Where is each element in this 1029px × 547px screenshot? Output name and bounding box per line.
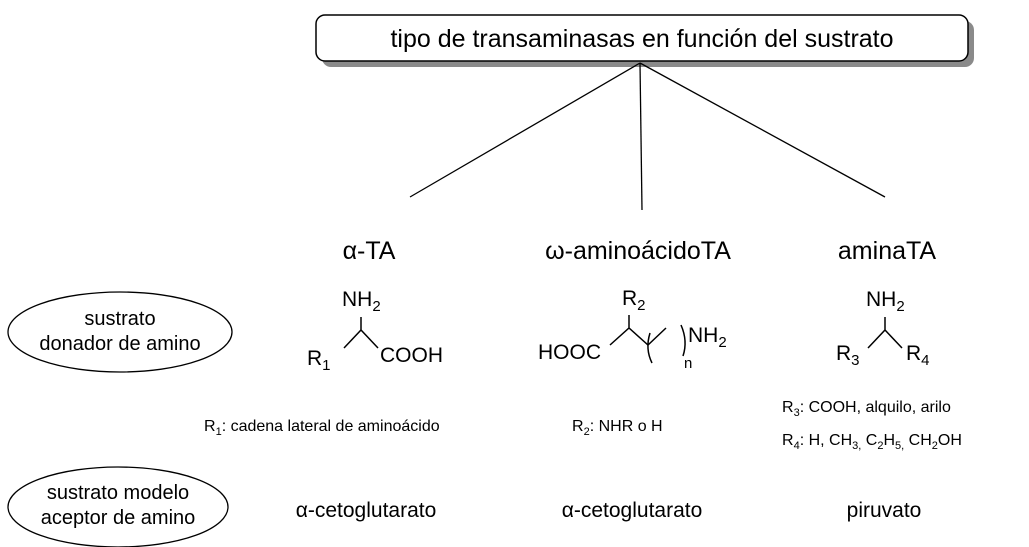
note-r3: R3: COOH, alquilo, arilo (782, 399, 951, 419)
alpha-cooh: COOH (380, 344, 443, 367)
acceptor-alpha-ta: α-cetoglutarato (296, 499, 437, 522)
omega-n: n (684, 355, 692, 372)
tree-connectors (409, 62, 886, 211)
diagram-title: tipo de transaminasas en función del sus… (390, 25, 893, 53)
structure-omega-amino-acid: R2 HOOC n NH2 (538, 287, 727, 372)
omega-nh2: NH2 (688, 324, 727, 351)
donor-ellipse (7, 291, 233, 373)
acceptor-ellipse (7, 466, 229, 547)
donor-label-line2: donador de amino (39, 333, 200, 355)
acceptor-omega-ta: α-cetoglutarato (562, 499, 703, 522)
title-box: tipo de transaminasas en función del sus… (315, 14, 974, 67)
omega-hooc: HOOC (538, 341, 601, 364)
bracket-right (680, 324, 686, 357)
title-box-frame (315, 14, 969, 62)
amine-r4: R4 (906, 342, 930, 369)
structure-amine: NH2 R3 R4 (836, 288, 930, 369)
acceptor-amina-ta: piruvato (847, 499, 922, 522)
note-r2: R2: NHR o H (572, 418, 663, 438)
bonds-amine (867, 317, 903, 349)
alpha-nh2: NH2 (342, 288, 381, 315)
omega-r2: R2 (622, 287, 646, 314)
note-r1: R1: cadena lateral de aminoácido (204, 418, 440, 438)
bonds-omega (609, 315, 667, 347)
amine-nh2: NH2 (866, 288, 905, 315)
donor-label-line1: sustrato (84, 308, 155, 330)
structure-alpha-amino-acid: NH2 R1 COOH (307, 288, 443, 374)
connector-omega-ta (639, 62, 643, 211)
row-label-donor: sustrato donador de amino (7, 291, 233, 373)
bracket-left (647, 332, 653, 364)
acceptor-label-line1: sustrato modelo (47, 482, 189, 504)
connector-amina-ta (639, 62, 886, 198)
row-label-acceptor: sustrato modelo aceptor de amino (7, 466, 229, 547)
amine-r3: R3 (836, 342, 860, 369)
acceptor-label-line2: aceptor de amino (41, 507, 196, 529)
note-r4: R4: H, CH3, C2H5, CH2OH (782, 432, 962, 452)
header-amina-ta: aminaTA (838, 237, 937, 265)
connector-alpha-ta (409, 62, 641, 198)
header-omega-ta: ω-aminoácidoTA (545, 237, 731, 265)
header-alpha-ta: α-TA (343, 237, 396, 265)
alpha-r1: R1 (307, 347, 331, 374)
bonds-alpha (343, 317, 379, 349)
